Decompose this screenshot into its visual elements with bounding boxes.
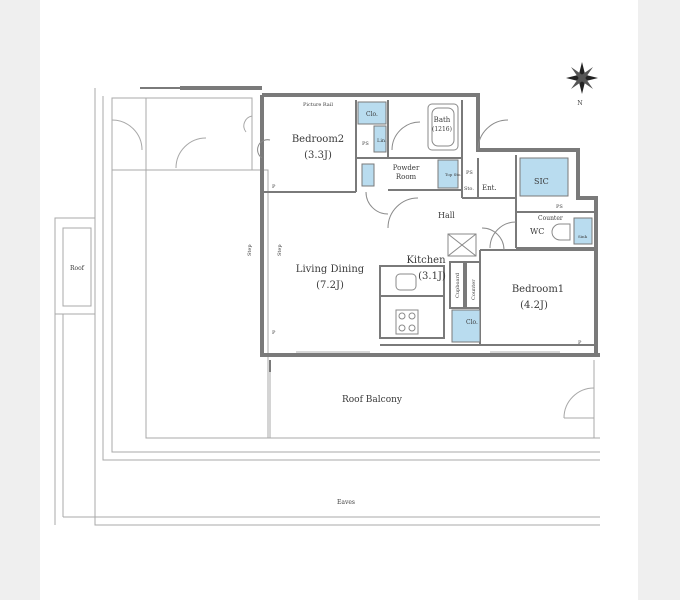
pillar-label-3: P <box>578 340 582 346</box>
room-size-kitchen: (3.1J) <box>418 271 446 282</box>
counter-label-kitchen: Counter <box>471 279 477 300</box>
kitchen-sink <box>395 273 417 291</box>
floorplan-sheet <box>40 0 638 600</box>
sink-cabinet <box>573 217 593 245</box>
room-size-living-dining: (7.2J) <box>316 280 344 291</box>
roof-label: Roof <box>70 265 85 272</box>
roof-box <box>54 217 96 315</box>
closet-label-bottom: Clo. <box>466 319 478 326</box>
room-name-bedroom1: Bedroom1 <box>512 284 564 295</box>
room-size-bedroom1: (4.2J) <box>520 300 548 311</box>
bathtub <box>427 103 459 151</box>
linen-label: Lin. <box>377 138 387 144</box>
balcony-outline <box>111 100 600 453</box>
picture-rail-label: Picture Rail <box>303 102 333 108</box>
sic-label: SIC <box>534 177 549 186</box>
powder-room-label-1: Powder <box>393 164 420 172</box>
top-storage-label: Top Sto. <box>445 172 462 177</box>
bath-size: (1216) <box>432 126 452 133</box>
eaves-label: Eaves <box>337 499 355 506</box>
toilet <box>551 223 571 241</box>
closet-bedroom1 <box>451 309 481 343</box>
step-label-right: Step <box>277 244 283 256</box>
powder-room-label-2: Room <box>396 173 417 181</box>
room-name-living-dining: Living Dining <box>296 264 365 275</box>
stove-burner-1 <box>398 312 406 320</box>
terrace-panel <box>145 169 269 439</box>
eaves-outline-inner <box>102 96 600 461</box>
compass-rose-icon <box>566 62 598 94</box>
linen-closet <box>373 125 387 153</box>
room-name-kitchen: Kitchen <box>406 255 446 266</box>
exterior-wall <box>260 95 600 357</box>
ps-label-mid: PS <box>466 170 473 176</box>
sink-label: Sink <box>578 234 588 239</box>
closet-bedroom2 <box>357 101 387 125</box>
storage-label: Sto. <box>464 186 474 192</box>
bath-label: Bath <box>434 116 451 124</box>
shoe-in-closet <box>519 157 569 197</box>
pillar-label-2: P <box>272 330 276 336</box>
ps-label-right: PS <box>556 204 563 210</box>
pillar-label-1: P <box>272 184 276 190</box>
hall-label: Hall <box>438 211 455 220</box>
room-name-bedroom2: Bedroom2 <box>292 134 344 145</box>
room-size-bedroom2: (3.3J) <box>304 150 332 161</box>
top-storage <box>437 159 459 189</box>
compass-north-label: N <box>577 100 582 107</box>
cupboard <box>449 261 465 309</box>
step-label-left: Step <box>247 244 253 256</box>
entrance-label: Ent. <box>482 184 497 192</box>
ps-label-upper: PS <box>362 141 369 147</box>
kitchen-counter <box>379 265 445 339</box>
roof-balcony-label: Roof Balcony <box>342 395 403 405</box>
wc-label: WC <box>530 227 544 236</box>
closet-label-top: Clo. <box>366 111 378 118</box>
counter-column <box>465 261 481 309</box>
cupboard-label: Cupboard <box>455 272 461 298</box>
counter-label-right: Counter <box>538 215 563 222</box>
